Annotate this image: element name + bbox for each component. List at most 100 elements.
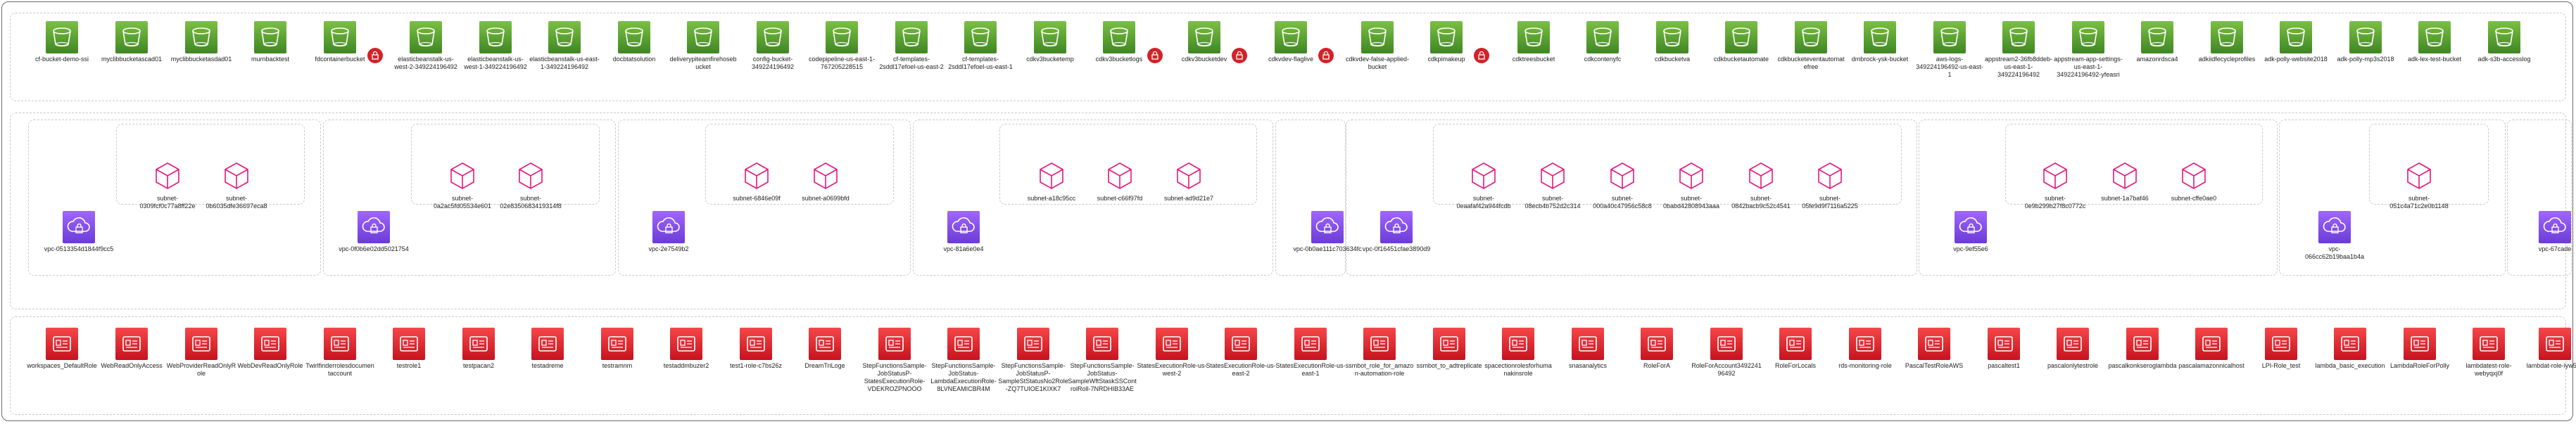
- s3-bucket[interactable]: docbtatsolution: [599, 21, 669, 63]
- s3-bucket[interactable]: cf-bucket-demo-ssi: [27, 21, 97, 63]
- s3-bucket[interactable]: elasticbeanstalk-us-west-1-349224196492: [460, 21, 531, 71]
- s3-bucket[interactable]: elasticbeanstalk-us-east-1-349224196492: [529, 21, 600, 71]
- iam-role[interactable]: StepFunctionsSample-JobStatusP-StatesExe…: [859, 328, 930, 393]
- vpc[interactable]: vpc-0f16451cfae3890d9: [1361, 211, 1432, 253]
- subnet[interactable]: subnet-0babd42808943aaa: [1656, 159, 1726, 210]
- iam-role[interactable]: ssmbot_to_adtreplicate: [1414, 328, 1484, 370]
- iam-role[interactable]: testadreme: [512, 328, 583, 370]
- iam-role[interactable]: lambda_basic_execution: [2315, 328, 2385, 370]
- subnet[interactable]: subnet-0e9b299b27f8c0772c: [2020, 159, 2090, 210]
- vpc[interactable]: vpc-0513354d1844f9cc5: [44, 211, 114, 253]
- s3-bucket[interactable]: cf-templates-2sddl17efoel-us-east-2: [876, 21, 947, 71]
- subnet[interactable]: subnet-05fe9d9f7116a5225: [1795, 159, 1865, 210]
- s3-bucket[interactable]: aws-logs-349224196492-us-east-1: [1914, 21, 1985, 79]
- subnet[interactable]: subnet-0eaafaf42a944fcdb: [1448, 159, 1519, 210]
- subnet[interactable]: subnet-a18c95cc: [1016, 159, 1087, 203]
- subnet[interactable]: subnet-ad9d21e7: [1154, 159, 1224, 203]
- s3-bucket[interactable]: adkiidfecycleprofiles: [2192, 21, 2262, 63]
- s3-bucket[interactable]: codepipeline-us-east-1-767205228515: [807, 21, 877, 71]
- s3-bucket[interactable]: cdkpimakeup: [1411, 21, 1482, 63]
- iam-role[interactable]: test1-role-c7bs26z: [721, 328, 791, 370]
- subnet[interactable]: subnet-a0699bfd: [790, 159, 861, 203]
- subnet[interactable]: subnet-0309fcf0c77a8ff22e: [132, 159, 203, 210]
- subnet[interactable]: subnet-c66f97fd: [1085, 159, 1155, 203]
- iam-role[interactable]: Twirlfinderrolesdocumentaccount: [305, 328, 375, 378]
- s3-bucket[interactable]: cdkv3bucketdev: [1169, 21, 1239, 63]
- iam-role[interactable]: pascalamazonnicalhost: [2176, 328, 2247, 370]
- s3-bucket[interactable]: appstream2-36fb8ddeb-us-east-1-349224196…: [1983, 21, 2054, 79]
- iam-role[interactable]: testrole1: [374, 328, 444, 370]
- vpc[interactable]: vpc-81a6e0e4: [928, 211, 999, 253]
- subnet[interactable]: subnet-6846e09f: [721, 159, 792, 203]
- vpc[interactable]: vpc-9ef55e6: [1936, 211, 2006, 253]
- iam-role[interactable]: StepFunctionsSample-JobStatus-LambdaExec…: [928, 328, 999, 393]
- iam-role[interactable]: StepFunctionsSample-JobStatus-SampleWftS…: [1067, 328, 1137, 393]
- s3-bucket[interactable]: cdkcontenyfc: [1567, 21, 1638, 63]
- s3-bucket[interactable]: cf-templates-2sddl17efoel-us-east-1: [945, 21, 1016, 71]
- iam-role[interactable]: rds-monitoring-role: [1830, 328, 1900, 370]
- iam-role[interactable]: WebReadOnlyAccess: [96, 328, 167, 370]
- s3-bucket[interactable]: deliverypiteamfirehosebucket: [668, 21, 738, 71]
- subnet[interactable]: subnet-cffe0ae0: [2159, 159, 2229, 203]
- vpc[interactable]: vpc-67cade: [2520, 211, 2576, 253]
- subnet[interactable]: subnet-0b6035dfe36697eca8: [201, 159, 272, 210]
- s3-bucket[interactable]: cdkbucketeventautomatefree: [1776, 21, 1846, 71]
- subnet[interactable]: subnet-02e8350683419314f8: [495, 159, 566, 210]
- iam-role[interactable]: RoleForA: [1622, 328, 1692, 370]
- iam-role[interactable]: pascaltest1: [1969, 328, 2039, 370]
- s3-bucket[interactable]: fdcontainerbucket: [305, 21, 375, 63]
- subnet[interactable]: subnet-0842bacb9c52c4541: [1726, 159, 1796, 210]
- s3-bucket[interactable]: adk-polly-website2018: [2261, 21, 2331, 63]
- iam-role[interactable]: spacectionrolesforhumanakinsrole: [1483, 328, 1553, 378]
- subnet[interactable]: subnet-000a40c47956c58c8: [1587, 159, 1658, 210]
- subnet[interactable]: subnet-08ecb4b752d2c314: [1517, 159, 1588, 210]
- subnet[interactable]: subnet-1a7baf46: [2090, 159, 2160, 203]
- s3-bucket[interactable]: cdkbucketva: [1637, 21, 1707, 63]
- s3-bucket[interactable]: amazonrdsca4: [2122, 21, 2192, 63]
- s3-bucket[interactable]: appstream-app-settings-us-east-1-3492241…: [2053, 21, 2123, 79]
- vpc[interactable]: vpc-066cc62b19baa1b4a: [2299, 211, 2370, 261]
- s3-bucket[interactable]: dmbrock-ysk-bucket: [1845, 21, 1915, 63]
- s3-bucket[interactable]: cdkbucketautomate: [1706, 21, 1776, 63]
- iam-role[interactable]: RoleForAccount349224196492: [1691, 328, 1762, 378]
- s3-bucket[interactable]: cdkv3bucketemp: [1015, 21, 1085, 63]
- vpc[interactable]: vpc-0f0b6e02dd5021754: [339, 211, 409, 253]
- s3-bucket[interactable]: cdkvdev-false-applied-bucket: [1342, 21, 1413, 71]
- s3-bucket[interactable]: elasticbeanstalk-us-west-2-349224196492: [391, 21, 461, 71]
- iam-role[interactable]: StepFunctionsSample-JobStatusP-SampleStS…: [998, 328, 1068, 393]
- subnet[interactable]: subnet-051c4a71c2e0b1148: [2384, 159, 2454, 210]
- s3-bucket[interactable]: murnbacktest: [235, 21, 305, 63]
- iam-role[interactable]: RoleForLocals: [1760, 328, 1831, 370]
- iam-role[interactable]: StatesExecutionRole-us-east-2: [1206, 328, 1276, 378]
- s3-bucket[interactable]: myclibbucketasdad01: [166, 21, 236, 63]
- iam-role[interactable]: StatesExecutionRole-us-west-2: [1137, 328, 1207, 378]
- s3-bucket[interactable]: cdkv3bucketlogs: [1084, 21, 1154, 63]
- s3-bucket[interactable]: cdkvdev-flaglive: [1256, 21, 1326, 63]
- iam-role[interactable]: DreamTriLoge: [790, 328, 860, 370]
- iam-role[interactable]: PascalTestRoleAWS: [1899, 328, 1969, 370]
- iam-role[interactable]: testramnm: [582, 328, 652, 370]
- vpc[interactable]: vpc-2e7549b2: [633, 211, 704, 253]
- s3-bucket[interactable]: cdktreesbucket: [1498, 21, 1569, 63]
- subnet[interactable]: subnet-0a2ac5fd05534e601: [427, 159, 498, 210]
- iam-role[interactable]: ssmbot_role_for_amazon-automation-role: [1344, 328, 1415, 378]
- iam-role[interactable]: WebProviderReadOnlyRole: [166, 328, 236, 378]
- iam-role[interactable]: LambdaRoleForPolly: [2385, 328, 2455, 370]
- iam-role[interactable]: StatesExecutionRole-us-east-1: [1275, 328, 1346, 378]
- iam-role[interactable]: testpacan2: [443, 328, 514, 370]
- s3-bucket[interactable]: adk-polly-mp3s2018: [2330, 21, 2401, 63]
- s3-bucket[interactable]: adk-lex-test-bucket: [2399, 21, 2470, 63]
- s3-bucket[interactable]: myclibbucketascad01: [96, 21, 167, 63]
- iam-role[interactable]: lambdat-role-lyw5kri: [2520, 328, 2576, 370]
- s3-bucket[interactable]: config-bucket-349224196492: [738, 21, 808, 71]
- iam-role[interactable]: lambdatest-role-webyqxj0f: [2454, 328, 2524, 378]
- iam-role[interactable]: testaddmbuzer2: [651, 328, 721, 370]
- iam-role[interactable]: snasanalytics: [1553, 328, 1623, 370]
- vpc[interactable]: vpc-0b0ae111c703634fc: [1292, 211, 1363, 253]
- iam-role[interactable]: LPI-Role_test: [2246, 328, 2316, 370]
- iam-role[interactable]: workspaces_DefaultRole: [27, 328, 97, 370]
- iam-role[interactable]: WebDevReadOnlyRole: [235, 328, 305, 370]
- iam-role[interactable]: pascalonlytestrole: [2038, 328, 2108, 370]
- s3-bucket[interactable]: adk-s3b-accesslog: [2469, 21, 2539, 63]
- iam-role[interactable]: pascalkonkseroglambda: [2107, 328, 2178, 370]
